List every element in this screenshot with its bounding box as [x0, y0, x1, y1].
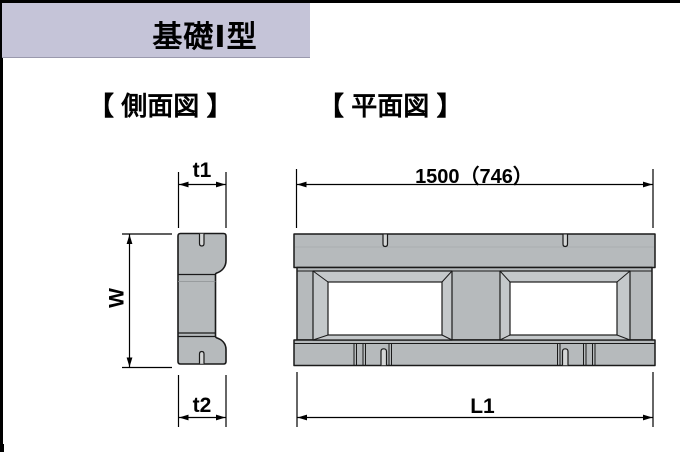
- w-dimension: [122, 233, 172, 369]
- dimension-arrow: [216, 181, 226, 188]
- page-title: 基礎Ⅰ型: [152, 21, 258, 54]
- bottom-left-corner-mark: [0, 444, 4, 452]
- dimension-arrow: [126, 357, 133, 367]
- opening: [327, 281, 443, 336]
- opening-frame: [312, 270, 453, 341]
- t2-label: t2: [192, 394, 212, 417]
- bottom-joint-details: [353, 344, 596, 366]
- left-border: [0, 0, 3, 452]
- anchor-slot: [562, 234, 569, 248]
- length-dimension: [295, 169, 654, 228]
- dimension-arrow: [179, 181, 189, 188]
- opening: [509, 281, 618, 336]
- opening-frame: [499, 270, 631, 341]
- dimension-arrow: [297, 181, 307, 188]
- anchor-slot: [198, 350, 205, 364]
- w-label: W: [105, 288, 129, 308]
- side-view-body: [177, 232, 227, 365]
- anchor-slot: [382, 234, 389, 248]
- dimension-arrow: [297, 414, 307, 421]
- title-bar: 基礎Ⅰ型: [2, 3, 310, 58]
- anchor-slot: [561, 348, 569, 366]
- l1-dimension: [296, 372, 654, 427]
- plan-top-band: [293, 233, 656, 269]
- dimension-arrow: [216, 414, 226, 421]
- side-view-heading: 【 側面図 】: [88, 91, 233, 121]
- t1-label: t1: [192, 159, 212, 182]
- anchor-slot: [380, 348, 388, 366]
- anchor-slot: [198, 233, 205, 247]
- plan-view-heading: 【 平面図 】: [318, 91, 463, 121]
- t1-dimension: [177, 172, 227, 228]
- dimension-arrow: [643, 414, 653, 421]
- dimension-arrow: [126, 234, 133, 244]
- plan-view-drawing: [293, 169, 656, 427]
- dimension-arrow: [643, 181, 653, 188]
- length-label: 1500（746）: [415, 166, 533, 188]
- dimension-arrow: [179, 414, 189, 421]
- t2-dimension: [177, 375, 227, 427]
- top-border: [0, 0, 680, 3]
- side-view-drawing: [122, 172, 227, 427]
- l1-label: L1: [470, 395, 495, 418]
